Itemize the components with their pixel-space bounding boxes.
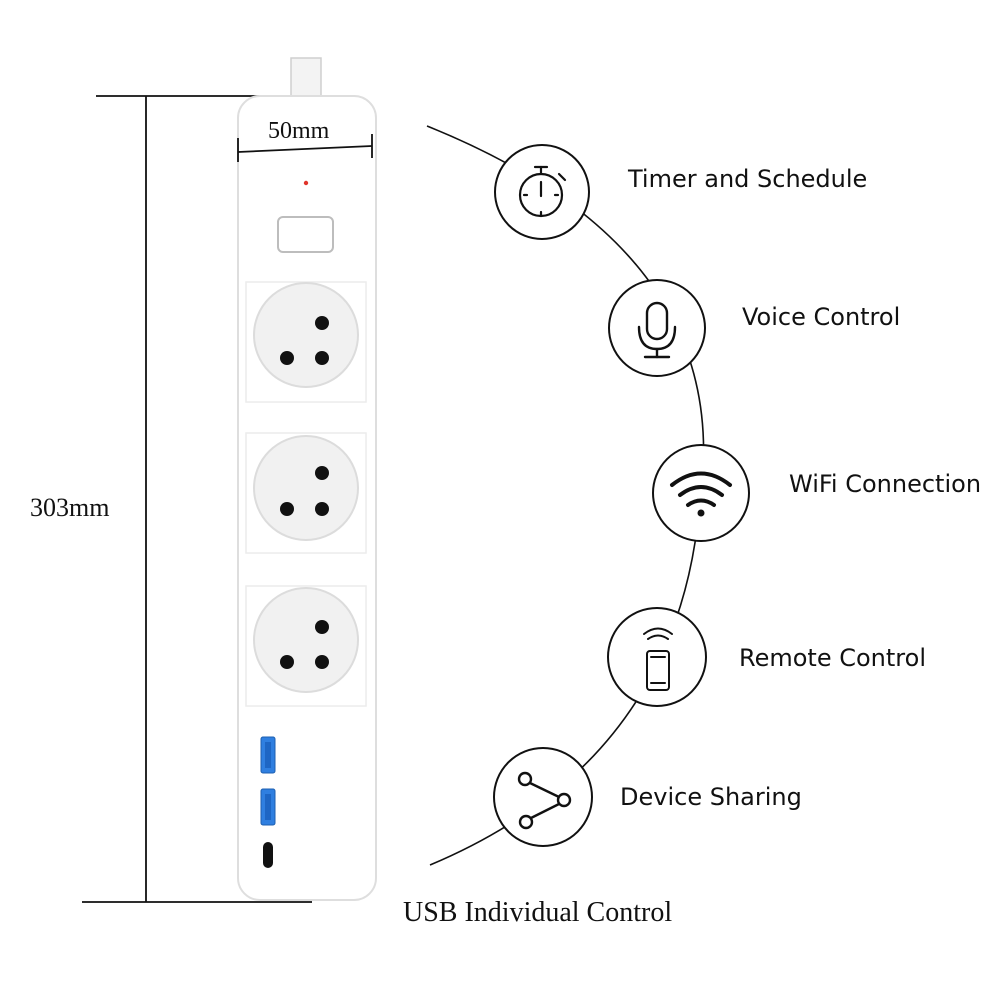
feature-label-voice: Voice Control [742, 303, 901, 331]
feature-sharing-badge [493, 747, 593, 847]
stopwatch-icon [518, 165, 567, 218]
smartphone-signal-icon [643, 627, 673, 691]
outlet-2 [245, 432, 367, 554]
microphone-icon [637, 301, 677, 359]
feature-label-sharing: Device Sharing [620, 783, 802, 811]
feature-timer-badge [494, 144, 590, 240]
width-dimension-label: 50mm [268, 118, 330, 144]
feature-remote-badge [607, 607, 707, 707]
feature-label-timer: Timer and Schedule [628, 165, 868, 193]
usb-a-port-2 [260, 788, 276, 826]
outlet-3 [245, 585, 367, 707]
usb-control-caption: USB Individual Control [403, 897, 673, 928]
usb-c-port [263, 842, 273, 868]
usb-a-port-1 [260, 736, 276, 774]
feature-label-wifi: WiFi Connection [789, 470, 982, 498]
feature-wifi-badge [652, 444, 750, 542]
feature-voice-badge [608, 279, 706, 377]
power-switch-button[interactable] [277, 216, 334, 253]
outlet-1 [245, 281, 367, 403]
wifi-icon [670, 471, 732, 517]
width-dimension [237, 134, 373, 162]
share-icon [517, 771, 572, 830]
feature-label-remote: Remote Control [739, 644, 926, 672]
power-indicator-light [303, 180, 309, 186]
height-dimension-label: 303mm [30, 493, 110, 522]
